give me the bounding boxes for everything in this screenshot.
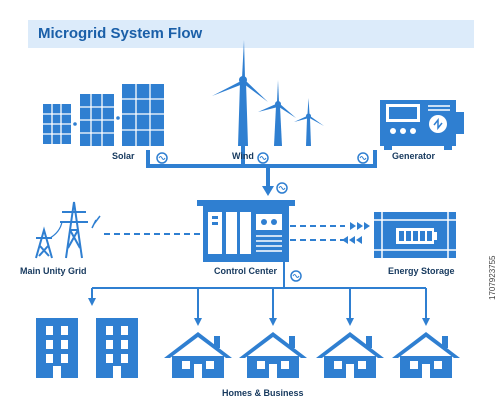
label-energy-storage: Energy Storage <box>388 266 455 276</box>
top-power-lines <box>146 146 377 188</box>
ac-symbol-icon <box>290 270 302 282</box>
generator-icon <box>380 100 464 150</box>
label-solar: Solar <box>112 151 135 161</box>
diagram-title: Microgrid System Flow <box>38 25 203 42</box>
label-control-center: Control Center <box>214 266 277 276</box>
flow-arrows <box>342 222 370 244</box>
label-wind: Wind <box>232 151 254 161</box>
label-homes-business: Homes & Business <box>222 388 304 398</box>
office-building-icon <box>36 318 78 378</box>
dashed-links <box>104 225 345 241</box>
office-building-icon <box>96 318 138 378</box>
wind-turbine-icon <box>212 40 324 146</box>
energy-storage-icon <box>374 212 456 258</box>
solar-panel-icon <box>43 84 164 146</box>
arrow-down-to-control <box>262 186 274 196</box>
label-generator: Generator <box>392 151 436 161</box>
house-icon <box>392 332 460 378</box>
house-icon <box>239 332 307 378</box>
ac-symbol-icon <box>156 152 369 194</box>
distribution-lines <box>91 262 427 318</box>
transmission-tower-icon <box>35 201 101 259</box>
title-bar: Microgrid System Flow <box>28 20 474 48</box>
control-center-icon <box>197 200 295 262</box>
stock-id: 1707923755 <box>488 255 497 301</box>
house-icon <box>316 332 384 378</box>
house-icon <box>164 332 232 378</box>
label-main-grid: Main Unity Grid <box>20 266 87 276</box>
distribution-arrows <box>88 298 430 326</box>
